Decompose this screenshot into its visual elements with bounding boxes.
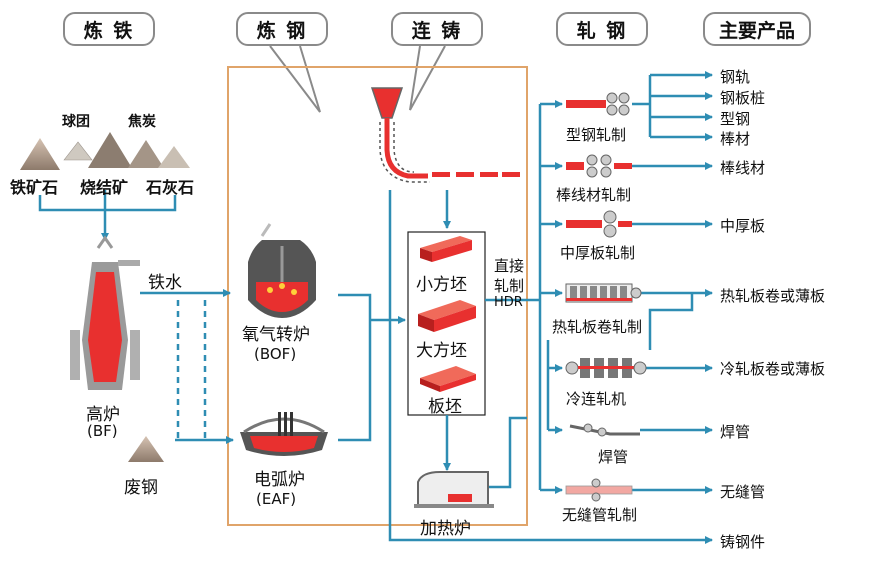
blast-furnace-label: 高炉 xyxy=(86,405,120,425)
header-ironmaking: 炼 铁 xyxy=(63,12,155,46)
pellet-label: 球团 xyxy=(62,114,90,130)
eaf-abbr: (EAF) xyxy=(256,490,297,508)
product-cold-coil: 冷轧板卷或薄板 xyxy=(720,360,826,378)
semi-products xyxy=(418,236,476,392)
direct-rolling-label-1: 直接 xyxy=(494,257,525,275)
product-seamless-pipe: 无缝管 xyxy=(720,483,766,501)
product-rail: 钢轨 xyxy=(720,68,751,86)
product-bar: 棒材 xyxy=(720,130,751,148)
header-rolling: 轧 钢 xyxy=(556,12,648,46)
blast-furnace xyxy=(70,235,140,390)
seamless-rolling-label: 无缝管轧制 xyxy=(562,506,638,524)
product-wire-rod: 棒线材 xyxy=(720,159,766,177)
wire-rod-rolling-label: 棒线材轧制 xyxy=(556,186,632,204)
raw-material-piles xyxy=(20,132,190,170)
coke-label: 焦炭 xyxy=(128,114,156,130)
rolling-mills xyxy=(565,92,647,502)
header-steelmaking: 炼 钢 xyxy=(236,12,328,46)
reheating-furnace xyxy=(414,471,494,508)
product-plate: 中厚板 xyxy=(720,217,766,235)
direct-rolling-label-2: 轧制 xyxy=(494,277,525,295)
limestone-label: 石灰石 xyxy=(146,178,195,197)
eaf-furnace xyxy=(240,412,328,456)
bof-converter xyxy=(248,223,316,318)
hot-metal-label: 铁水 xyxy=(148,273,182,293)
product-welded-pipe: 焊管 xyxy=(720,423,751,441)
billet-label: 小方坯 xyxy=(416,275,467,295)
product-hot-coil: 热轧板卷或薄板 xyxy=(720,287,826,305)
welded-pipe-rolling-label: 焊管 xyxy=(598,448,629,466)
scrap-label: 废钢 xyxy=(124,478,158,498)
continuous-caster xyxy=(370,87,520,183)
slab-label: 板坯 xyxy=(428,397,462,417)
blast-furnace-abbr: (BF) xyxy=(87,422,118,440)
reheating-label: 加热炉 xyxy=(420,519,471,539)
bloom-label: 大方坯 xyxy=(416,341,467,361)
sinter-label: 烧结矿 xyxy=(80,178,129,197)
hot-strip-rolling-label: 热轧板卷轧制 xyxy=(552,318,643,336)
iron-ore-label: 铁矿石 xyxy=(10,178,59,197)
product-section-steel: 型钢 xyxy=(720,110,751,128)
hdr-label: HDR xyxy=(494,295,523,310)
section-rolling-label: 型钢轧制 xyxy=(566,126,627,144)
bof-abbr: (BOF) xyxy=(254,345,297,363)
header-products: 主要产品 xyxy=(703,12,811,46)
header-casting: 连 铸 xyxy=(391,12,483,46)
cold-mill-label: 冷连轧机 xyxy=(566,390,627,408)
header-pointers xyxy=(269,45,446,113)
product-castings: 铸钢件 xyxy=(720,533,766,551)
eaf-label: 电弧炉 xyxy=(254,470,305,490)
flow-lines xyxy=(38,71,713,544)
plate-rolling-label: 中厚板轧制 xyxy=(560,244,636,262)
product-sheet-pile: 钢板桩 xyxy=(720,89,766,107)
bof-label: 氧气转炉 xyxy=(242,325,310,345)
scrap-pile xyxy=(128,436,164,462)
